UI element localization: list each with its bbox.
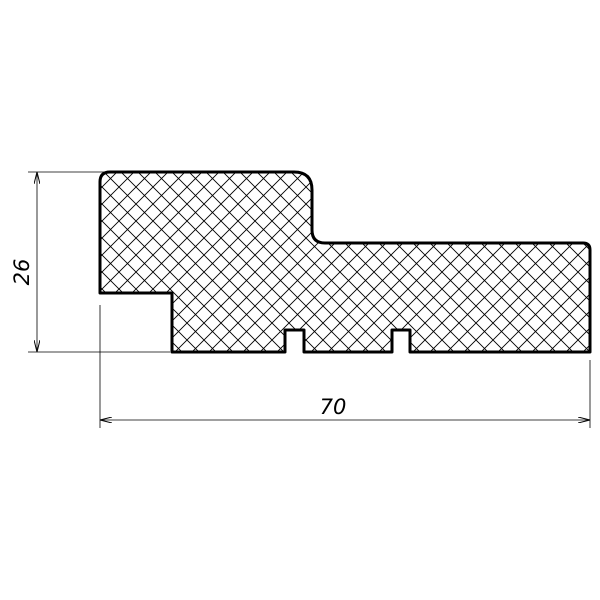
width-dimension-label: 70 xyxy=(320,395,347,419)
height-dimension-label: 26 xyxy=(10,259,34,286)
profile-section xyxy=(98,170,592,354)
